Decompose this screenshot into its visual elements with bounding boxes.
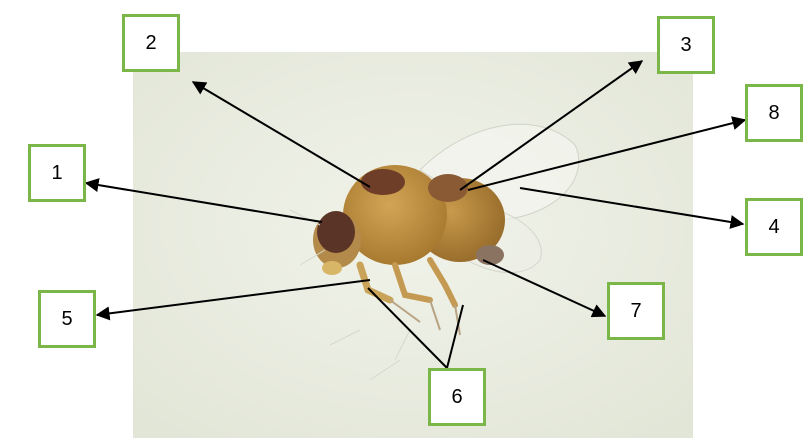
label-box-3: 3 [657, 16, 715, 74]
label-text-2: 2 [145, 32, 156, 55]
label-box-1: 1 [28, 144, 86, 202]
label-text-4: 4 [768, 216, 779, 239]
label-box-6: 6 [428, 368, 486, 426]
label-text-3: 3 [680, 34, 691, 57]
label-text-8: 8 [768, 102, 779, 125]
arrow-1 [86, 183, 322, 222]
label-box-8: 8 [745, 84, 803, 142]
label-text-1: 1 [51, 162, 62, 185]
label-text-5: 5 [61, 308, 72, 331]
label-box-7: 7 [607, 282, 665, 340]
label-box-4: 4 [745, 198, 803, 256]
label-box-2: 2 [122, 14, 180, 72]
arrow-2 [193, 82, 370, 187]
line-6b [447, 305, 463, 368]
label-box-5: 5 [38, 290, 96, 348]
arrow-5 [97, 280, 370, 315]
arrow-7 [483, 260, 605, 316]
label-text-7: 7 [630, 300, 641, 323]
line-6a [368, 288, 447, 368]
arrow-4 [520, 188, 743, 224]
arrow-3 [460, 61, 642, 190]
label-text-6: 6 [451, 386, 462, 409]
